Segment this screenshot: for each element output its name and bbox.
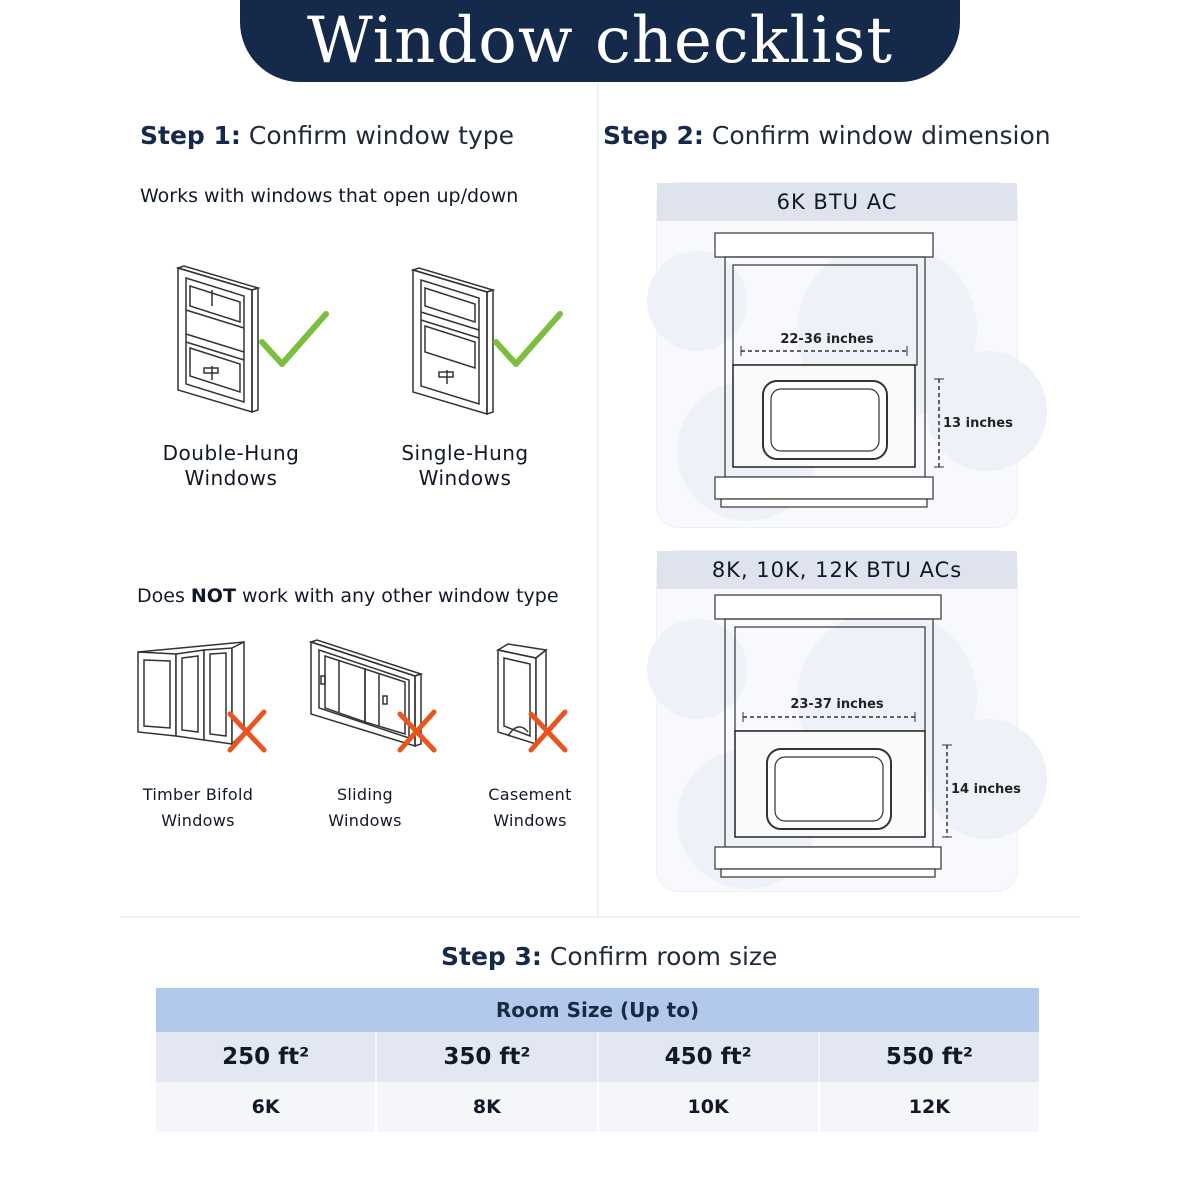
bifold-window-illustration xyxy=(137,640,245,746)
casement-label: Casement Windows xyxy=(488,785,572,830)
double-hung-window-illustration xyxy=(175,265,261,414)
check-icon xyxy=(493,311,563,367)
page-title: Window checklist xyxy=(306,4,894,78)
sliding-label: Sliding Windows xyxy=(328,785,402,830)
cross-icon xyxy=(227,709,267,753)
dimension-card-6k: 6K BTU AC 22-36 inches 13 inches xyxy=(647,182,1047,528)
btu-cell: 6K xyxy=(156,1082,378,1132)
step1-prefix: Step 1: xyxy=(140,121,241,150)
step3-heading: Step 3: Confirm room size xyxy=(441,942,777,971)
title-banner: Window checklist xyxy=(240,0,960,82)
step2-heading: Step 2: Confirm window dimension xyxy=(603,121,1051,150)
single-hung-window-illustration xyxy=(410,267,496,416)
double-hung-label: Double-Hung Windows xyxy=(162,441,300,490)
btu-cell: 8K xyxy=(377,1082,599,1132)
sliding-window-illustration xyxy=(308,639,424,748)
step3-prefix: Step 3: xyxy=(441,942,542,971)
btu-cell: 12K xyxy=(819,1082,1039,1132)
window-dimension-diagram: 22-36 inches 13 inches xyxy=(647,232,1047,521)
room-size-cell: 350 ft² xyxy=(377,1032,599,1082)
bifold-label: Timber Bifold Windows xyxy=(142,785,254,830)
step2-text: Confirm window dimension xyxy=(711,121,1051,150)
horizontal-divider xyxy=(120,916,1080,918)
height-label: 14 inches xyxy=(951,782,1021,797)
card-title: 8K, 10K, 12K BTU ACs xyxy=(657,551,1017,589)
room-size-cell: 550 ft² xyxy=(819,1032,1039,1082)
check-icon xyxy=(259,311,329,367)
room-size-table: Room Size (Up to) 250 ft² 350 ft² 450 ft… xyxy=(156,988,1039,1132)
step1-text: Confirm window type xyxy=(248,121,514,150)
room-size-cell: 250 ft² xyxy=(156,1032,378,1082)
height-label: 13 inches xyxy=(943,416,1013,431)
table-row: 6K 8K 10K 12K xyxy=(156,1082,1039,1132)
step1-heading: Step 1: Confirm window type xyxy=(140,121,514,150)
single-hung-label: Single-Hung Windows xyxy=(401,441,529,490)
room-size-cell: 450 ft² xyxy=(598,1032,820,1082)
card-title: 6K BTU AC xyxy=(657,183,1017,221)
table-row: 250 ft² 350 ft² 450 ft² 550 ft² xyxy=(156,1032,1039,1082)
btu-cell: 10K xyxy=(598,1082,820,1132)
cross-icon xyxy=(528,709,568,753)
dimension-card-8k-12k: 8K, 10K, 12K BTU ACs 23-37 inches 14 inc… xyxy=(647,550,1047,892)
step3-text: Confirm room size xyxy=(549,942,778,971)
vertical-divider xyxy=(597,85,599,915)
not-work-text: Does NOT work with any other window type xyxy=(137,585,559,607)
cross-icon xyxy=(397,709,437,753)
window-dimension-diagram: 23-37 inches 14 inches xyxy=(647,594,1047,889)
table-header: Room Size (Up to) xyxy=(156,988,1039,1032)
width-label: 22-36 inches xyxy=(780,332,874,347)
step2-prefix: Step 2: xyxy=(603,121,704,150)
works-with-text: Works with windows that open up/down xyxy=(140,185,519,207)
width-label: 23-37 inches xyxy=(790,697,884,712)
